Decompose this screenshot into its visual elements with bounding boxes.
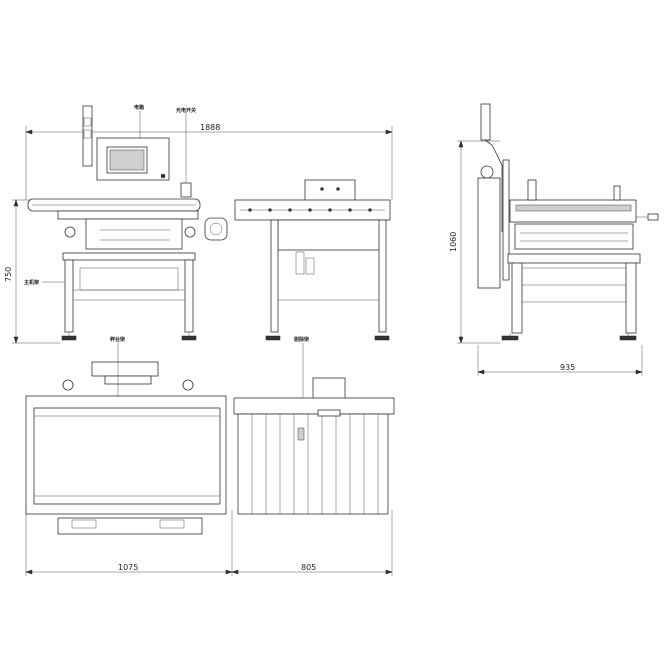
- label-photo-switch: 光电开关: [175, 107, 196, 114]
- dim-plan-right: 805: [301, 563, 316, 572]
- dim-depth-side: 935: [560, 363, 575, 372]
- label-rejector-frame: 剔除架: [293, 336, 309, 343]
- dim-plan-left: 1075: [118, 563, 138, 572]
- label-weighing-table: 秤台架: [109, 336, 125, 343]
- front-view: 1888 750 电箱 光电开关: [4, 104, 393, 344]
- dim-height-front: 750: [4, 267, 13, 282]
- side-view: 1060 935: [449, 103, 659, 376]
- label-electrical-box: 电箱: [134, 104, 144, 111]
- label-main-frame: 主机架: [24, 279, 39, 286]
- plan-view: 1075 805 秤台架 剔除架: [25, 336, 395, 576]
- dim-height-side: 1060: [449, 232, 458, 252]
- dim-overall-length: 1888: [200, 123, 220, 132]
